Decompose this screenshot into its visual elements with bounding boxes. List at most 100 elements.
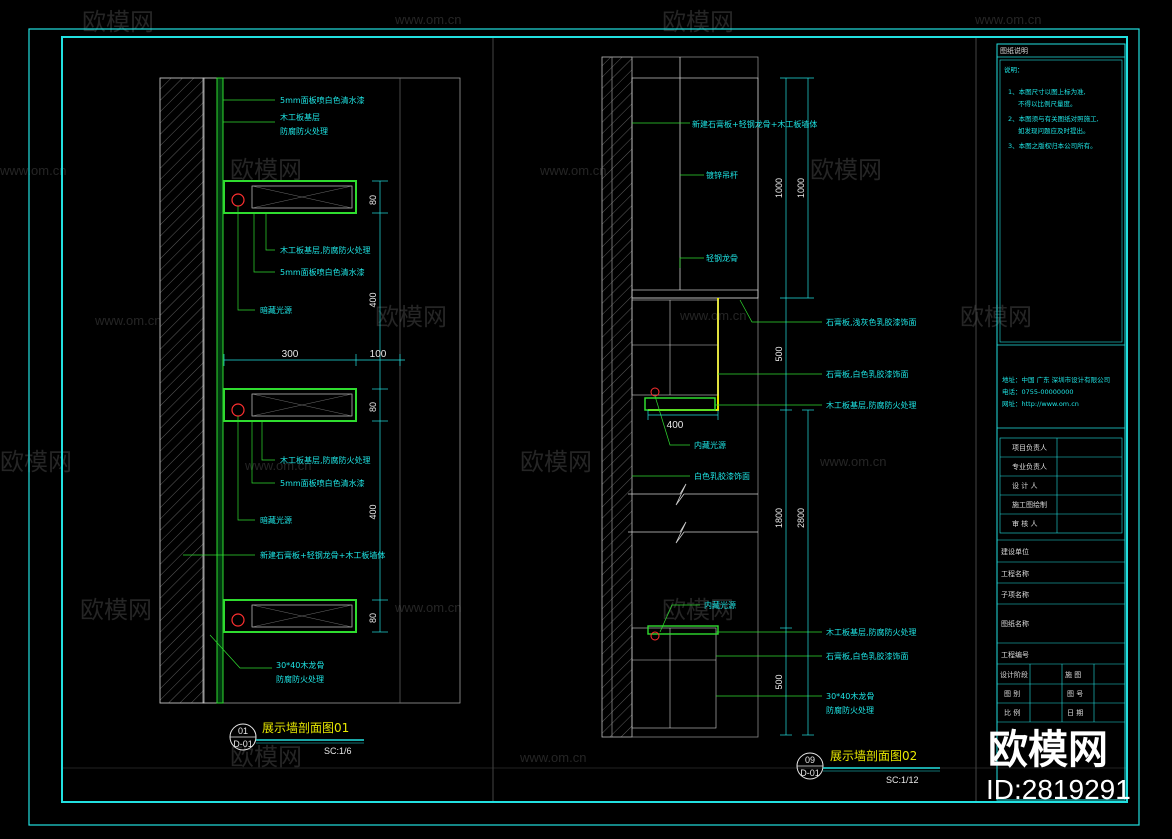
note-line: 2、本图须与有关图纸对照施工, xyxy=(1008,114,1099,123)
callout-label: 石膏板,浅灰色乳胶漆饰面 xyxy=(826,317,917,327)
section01-board xyxy=(216,77,224,704)
callout-label: 木工板基层 xyxy=(280,112,320,122)
inner-frame xyxy=(61,36,1128,803)
outer-frame xyxy=(28,28,1140,826)
led-light-icon xyxy=(231,193,245,207)
watermark-url: www.om.cn xyxy=(974,12,1041,27)
section02-wall-hatch xyxy=(601,56,633,738)
callout-label: 5mm面板喷白色清水漆 xyxy=(280,95,365,105)
company-line: 网址：http://www.om.cn xyxy=(1002,399,1079,408)
callout-label: 防腐防火处理 xyxy=(276,674,324,684)
watermark-text: 欧模网 xyxy=(375,303,447,331)
dim-label: 100 xyxy=(370,349,387,360)
note-line: 如发现问题应及时提出。 xyxy=(1018,126,1090,135)
callout-label: 木工板基层,防腐防火处理 xyxy=(826,627,917,637)
callout-label: 暗藏光源 xyxy=(260,305,292,315)
dim-label: 500 xyxy=(774,674,784,689)
section02-lower-board xyxy=(647,625,719,635)
meta-label: 比 例 xyxy=(1004,708,1020,717)
company-line: 电话：0755-00000000 xyxy=(1002,387,1073,396)
watermark-text: 欧模网 xyxy=(810,156,882,184)
dim-label: 1000 xyxy=(774,178,784,198)
watermark-url: www.om.cn xyxy=(539,163,606,178)
section02-leaders xyxy=(632,122,822,697)
section02-title-block: 09 D-01 展示墙剖面图02 SC:1/12 xyxy=(796,749,940,785)
watermark-text: 欧模网 xyxy=(230,156,302,184)
section-tag-sheet: D-01 xyxy=(800,768,820,778)
led-light-icon xyxy=(231,403,245,417)
dim-label: 300 xyxy=(282,349,299,360)
info-row-label: 子项名称 xyxy=(1001,590,1029,599)
led-light-icon xyxy=(231,613,245,627)
section01-shelf xyxy=(223,388,357,422)
section02-break-line xyxy=(628,521,758,544)
meta-label: 日 期 xyxy=(1067,709,1083,717)
dim-label: 400 xyxy=(667,420,684,431)
dim-label: 80 xyxy=(368,402,378,412)
sign-row-label: 设 计 人 xyxy=(1012,481,1037,490)
dim-label: 80 xyxy=(368,613,378,623)
callout-label: 内藏光源 xyxy=(704,600,736,610)
section-tag-number: 01 xyxy=(238,726,248,736)
callout-label: 5mm面板喷白色清水漆 xyxy=(280,478,365,488)
callout-label: 防腐防火处理 xyxy=(280,126,328,136)
watermark-text: 欧模网 xyxy=(80,596,152,624)
note-line: 不得以比例尺量度。 xyxy=(1018,99,1077,108)
watermark-url: www.om.cn xyxy=(819,454,886,469)
sign-rows-grid xyxy=(999,437,1123,534)
watermark-url: www.om.cn xyxy=(244,458,311,473)
watermark-text: 欧模网 xyxy=(0,448,72,476)
section02-ceiling-board xyxy=(631,289,759,299)
section02-frame xyxy=(631,299,719,396)
watermark-url: www.om.cn xyxy=(679,308,746,323)
callout-label: 白色乳胶漆饰面 xyxy=(694,471,750,481)
section01-stud xyxy=(202,77,218,704)
dim-label: 400 xyxy=(368,504,378,519)
dim-label: 2800 xyxy=(796,508,806,528)
section02-ceiling-void xyxy=(631,77,759,299)
section02-border xyxy=(611,56,759,738)
section-tag-number: 09 xyxy=(805,755,815,765)
section01-shelf xyxy=(223,180,357,214)
callout-label: 5mm面板喷白色清水漆 xyxy=(280,267,365,277)
sign-row-label: 审 核 人 xyxy=(1012,519,1037,528)
section-02: 新建石膏板+轻钢龙骨+木工板墙体 镀锌吊杆 轻钢龙骨 石膏板,浅灰色乳胶漆饰面 … xyxy=(601,56,940,785)
callout-label: 暗藏光源 xyxy=(260,515,292,525)
section-scale: SC:1/12 xyxy=(886,775,919,785)
title-block: 图纸说明 说明： 1、本图尺寸以图上标为准, 不得以比例尺量度。 2、本图须与有… xyxy=(996,43,1126,801)
section02-soffit-board xyxy=(644,397,716,411)
callout-label: 木工板基层,防腐防火处理 xyxy=(280,245,371,255)
dim-label: 500 xyxy=(774,346,784,361)
dim-label: 80 xyxy=(368,195,378,205)
sign-row-label: 项目负责人 xyxy=(1012,443,1047,452)
watermark-text: 欧模网 xyxy=(662,8,734,36)
section-tag-sheet: D-01 xyxy=(233,739,253,749)
watermark-text: 欧模网 xyxy=(662,596,734,624)
callout-label: 内藏光源 xyxy=(694,440,726,450)
note-line: 1、本图尺寸以图上标为准, xyxy=(1008,87,1086,96)
info-row-label: 工程名称 xyxy=(1001,569,1029,578)
section01-shelf xyxy=(223,599,357,633)
watermark-text: 欧模网 xyxy=(82,8,154,36)
note-line: 3、本图之版权归本公司所有。 xyxy=(1008,141,1097,150)
section-title: 展示墙剖面图02 xyxy=(830,749,917,763)
meta-label: 设计阶段 xyxy=(1000,670,1028,679)
dim-label: 1000 xyxy=(796,178,806,198)
meta-label: 施 图 xyxy=(1065,670,1081,679)
title-block-header: 图纸说明 xyxy=(1000,46,1028,55)
watermark-text: 欧模网 xyxy=(230,743,302,771)
company-line: 地址：中国 广东 深圳市设计有限公司 xyxy=(1002,375,1110,384)
title-block-border xyxy=(996,43,1126,801)
dim-label: 1800 xyxy=(774,508,784,528)
watermark-text: 欧模网 xyxy=(960,303,1032,331)
section-scale: SC:1/6 xyxy=(324,746,352,756)
callout-label: 木工板基层,防腐防火处理 xyxy=(280,455,371,465)
info-row-label: 建设单位 xyxy=(1001,547,1029,556)
watermark-url: www.om.cn xyxy=(0,163,66,178)
section02-lower-frame xyxy=(631,627,717,729)
callout-label: 石膏板,白色乳胶漆饰面 xyxy=(826,369,909,379)
callout-label: 木工板基层,防腐防火处理 xyxy=(826,400,917,410)
watermark-url: www.om.cn xyxy=(394,12,461,27)
meta-label: 图 号 xyxy=(1067,690,1083,698)
watermark-layer: 欧模网 www.om.cn 欧模网 www.om.cn www.om.cn 欧模… xyxy=(0,8,1041,771)
